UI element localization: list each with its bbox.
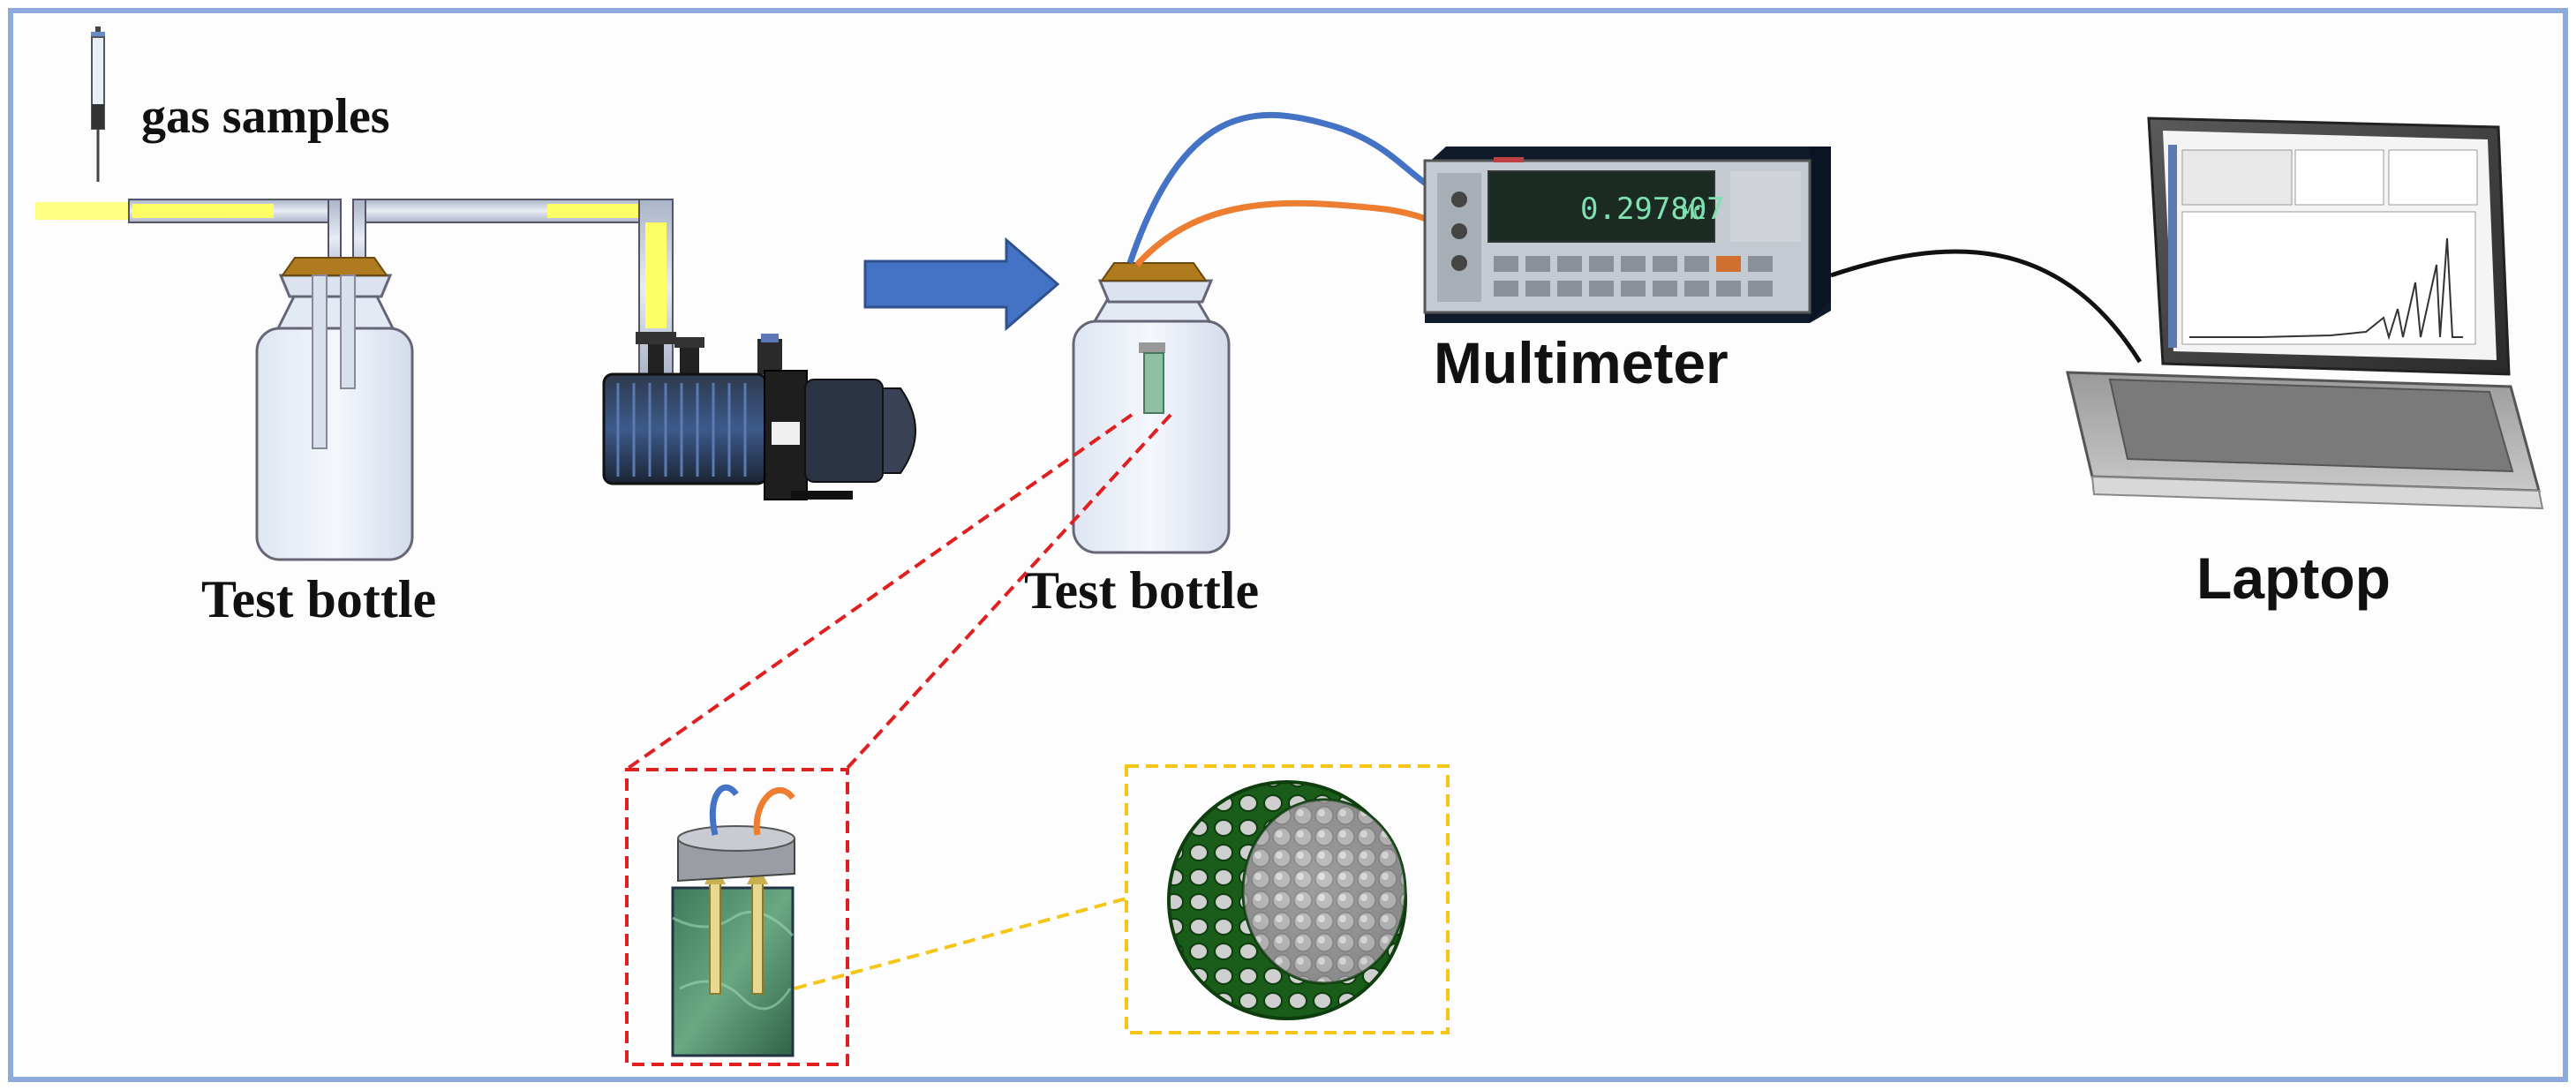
hollow-sphere-icon <box>1167 780 1407 1020</box>
multimeter-label: Multimeter <box>1434 330 1729 395</box>
wire-blue <box>1126 111 1449 265</box>
test-bottle-2-label: Test bottle <box>1024 561 1259 620</box>
zoom-lines-red <box>627 413 1172 770</box>
multimeter-icon <box>1423 147 1831 323</box>
test-bottle-1-label: Test bottle <box>201 570 436 628</box>
gas-pipe <box>128 199 674 377</box>
material-zoom-box <box>1125 764 1450 1034</box>
sensor-zoom-box <box>625 768 849 1066</box>
gas-inlet-line <box>35 202 132 220</box>
flow-arrow-icon <box>863 237 1060 332</box>
sensor-chip-icon <box>671 784 795 1057</box>
laptop-label: Laptop <box>2196 545 2391 611</box>
vacuum-pump-icon <box>602 332 916 500</box>
multimeter-reading: 0.297807 <box>1580 192 1725 227</box>
laptop-icon <box>2066 117 2544 510</box>
test-bottle-1 <box>255 257 414 561</box>
multimeter-unit: MΩ <box>1682 202 1706 224</box>
laptop-cable <box>1830 249 2143 364</box>
gas-samples-label: gas samples <box>141 89 390 144</box>
syringe-icon <box>91 26 105 182</box>
